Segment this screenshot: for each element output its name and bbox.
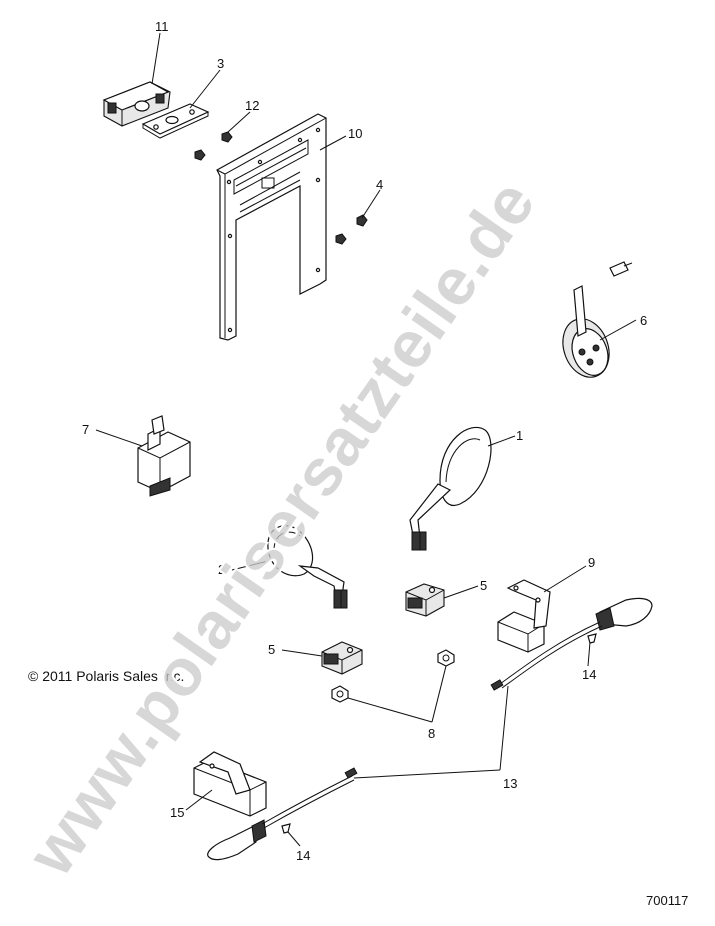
part-5-switch-upper	[405, 583, 445, 617]
callout-3: 3	[217, 56, 224, 71]
callout-9: 9	[588, 555, 595, 570]
callout-14-left: 14	[296, 848, 310, 863]
callout-6: 6	[640, 313, 647, 328]
part-3-gasket-plate	[141, 103, 210, 139]
callout-13: 13	[503, 776, 517, 791]
part-14-screw	[281, 633, 597, 834]
part-13-turn-signal-right	[490, 597, 653, 691]
part-8-nut	[331, 649, 455, 703]
part-12-nut	[194, 131, 233, 161]
callout-1: 1	[516, 428, 523, 443]
part-1-mirror-right	[409, 426, 492, 551]
callout-7: 7	[82, 422, 89, 437]
part-9-signal-bracket	[497, 579, 551, 653]
part-10-license-bracket	[216, 113, 327, 341]
callout-12: 12	[245, 98, 259, 113]
callout-11: 11	[155, 19, 169, 34]
callout-10: 10	[348, 126, 362, 141]
callout-5-upper: 5	[480, 578, 487, 593]
callout-14-right: 14	[582, 667, 596, 682]
part-11-lamp-housing	[102, 81, 171, 127]
callout-8: 8	[428, 726, 435, 741]
callout-4: 4	[376, 177, 383, 192]
callout-5-lower: 5	[268, 642, 275, 657]
part-15-signal-bracket	[193, 751, 267, 817]
copyright-notice: © 2011 Polaris Sales Inc.	[28, 668, 185, 684]
part-4-nut	[335, 214, 368, 245]
part-7-flasher-relay	[137, 415, 191, 497]
part-5-switch-lower	[321, 641, 363, 675]
callout-2: 2	[218, 562, 225, 577]
figure-number: 700117	[646, 893, 689, 908]
part-13-turn-signal-left	[207, 767, 358, 861]
callout-15: 15	[170, 805, 184, 820]
leader-lines	[95, 32, 637, 847]
part-2-mirror-left	[267, 525, 348, 609]
part-6-horn	[562, 261, 633, 378]
callout-labels: 11 3 12 10 4 6 7 1 2 5 5 9 14 8 13 15 14	[82, 19, 647, 863]
